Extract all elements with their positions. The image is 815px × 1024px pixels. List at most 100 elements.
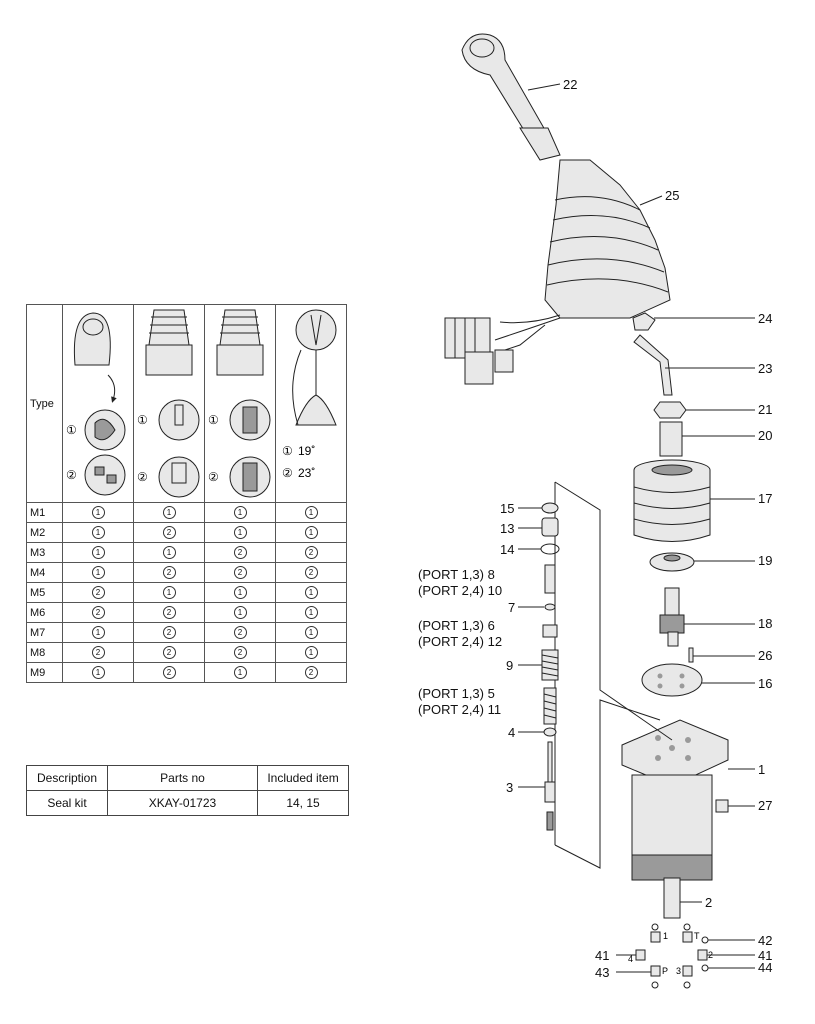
label-20: 20 [758,428,772,443]
angle-2-text: 23˚ [298,466,315,480]
label-13: 13 [500,521,514,536]
seal-kit-parts-no: XKAY-01723 [107,790,258,816]
type-cell: 2 [133,662,205,683]
type-table: Type ① ② [26,304,347,683]
label-17: 17 [758,491,772,506]
seal-kit-table: Description Parts no Included item Seal … [26,765,349,816]
type-cell: 1 [133,542,205,563]
type-cell: 1 [204,662,276,683]
label-22: 22 [563,77,577,92]
sleeve-20 [659,421,683,457]
label-42: 42 [758,933,772,948]
svg-text:①: ① [66,423,77,437]
label-9: 9 [506,658,513,673]
type-col-spool: ① ② [204,304,276,503]
label-44: 44 [758,960,772,975]
bushing-2 [663,877,681,919]
assembly-bracket-bottom [554,699,661,869]
label-14: 14 [500,542,514,557]
svg-text:②: ② [208,470,219,484]
type-header-row: Type ① ② [26,304,347,503]
universal-joint-18: 18 [659,587,772,647]
label-12: (PORT 2,4) 12 [418,634,502,649]
label-26: 26 [758,648,772,663]
type-row-name: M9 [26,662,63,683]
type-label: Type [26,304,63,503]
type-cell: 1 [62,662,134,683]
label-41-left: 41 [595,948,609,963]
bellows-17: 17 [633,459,772,542]
spool-subassembly: 15 13 14 (PORT 1,3) 8 (PORT 2,4) 10 7 (P… [418,501,560,831]
port-1-label: 1 [663,931,668,941]
label-24: 24 [758,311,772,326]
plate-19 [649,552,695,572]
label-2: 2 [705,895,712,910]
svg-text:②: ② [282,466,293,480]
boot-options-figure: ① ② [137,309,200,498]
header-description: Description [26,765,108,791]
plug-27 [715,799,729,813]
seal-kit-description: Seal kit [26,790,108,816]
label-18: 18 [758,616,772,631]
port-4-label: 4 [628,954,633,964]
header-included-item: Included item [257,765,349,791]
label-6: (PORT 1,3) 6 [418,618,495,633]
label-7: 7 [508,600,515,615]
label-15: 15 [500,501,514,516]
svg-text:①: ① [137,413,148,427]
lever-assembly: 24 23 [632,311,772,396]
label-27: 27 [758,798,772,813]
plate-16 [641,663,703,697]
joystick-handle: 22 [461,33,577,161]
type-cell: 1 [275,522,347,543]
svg-text:①: ① [208,413,219,427]
port-P-label: P [662,966,668,976]
angle-options-figure: ① ② 19˚ 23˚ [282,309,337,480]
label-23: 23 [758,361,772,376]
label-11: (PORT 2,4) 11 [418,702,501,717]
seal-kit-row: Seal kit XKAY-01723 14, 15 [26,790,349,816]
label-19: 19 [758,553,772,568]
port-fittings: 1 T 2 4 P 3 42 41 44 41 43 [595,923,772,989]
type-col-angle: ① ② 19˚ 23˚ [275,304,347,503]
label-41-right: 41 [758,948,772,963]
type-col-handle: ① ② [62,304,134,503]
valve-body-1: 1 [621,719,765,881]
label-25: 25 [665,188,679,203]
label-21: 21 [758,402,772,417]
label-10: (PORT 2,4) 10 [418,583,502,598]
label-8: (PORT 1,3) 8 [418,567,495,582]
pin-26 [688,647,694,663]
svg-text:②: ② [137,470,148,484]
svg-text:①: ① [282,444,293,458]
spool-options-figure: ① ② [208,309,271,498]
label-4: 4 [508,725,515,740]
seal-kit-header-row: Description Parts no Included item [26,765,349,791]
type-row-name: M8 [26,642,63,663]
label-43: 43 [595,965,609,980]
label-1: 1 [758,762,765,777]
type-cell: 2 [275,662,347,683]
type-cell: 1 [275,582,347,603]
rubber-boot: 25 [544,159,679,319]
port-T-label: T [694,931,700,941]
svg-text:②: ② [66,468,77,482]
type-cell: 2 [275,542,347,563]
seal-kit-included: 14, 15 [257,790,349,816]
label-16: 16 [758,676,772,691]
port-3-label: 3 [676,966,681,976]
nut-21 [653,401,687,419]
type-cell: 2 [133,602,205,623]
label-3: 3 [506,780,513,795]
wire-harness [444,314,561,385]
handle-options-figure: ① ② [66,312,126,496]
